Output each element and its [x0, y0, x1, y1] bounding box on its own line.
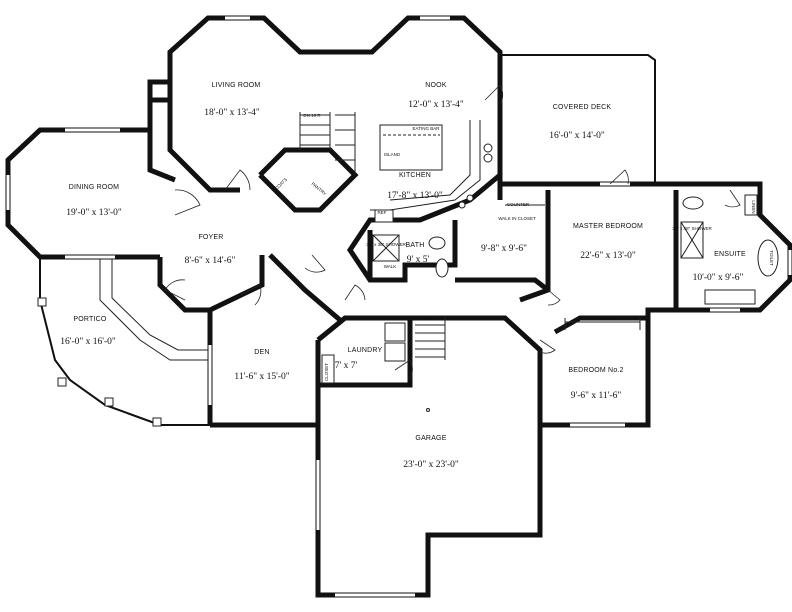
living-room-dims: 18'-0" x 13'-4": [204, 108, 260, 118]
dryer-icon: [384, 342, 406, 362]
bathtub-icon: [757, 239, 779, 277]
island-label: ISLAND: [384, 152, 401, 157]
bath-fixtures: [372, 234, 449, 278]
garage-name: GARAGE: [415, 435, 446, 442]
linen-closet: [744, 194, 758, 216]
island-counter: [379, 124, 443, 171]
shower-label: 36" x 36" SHOWER: [366, 242, 406, 247]
toilet-label: TOILET: [769, 250, 774, 266]
sink-icon: [483, 153, 493, 163]
burner-icon: [458, 201, 466, 209]
counter-label: COUNTER: [507, 202, 530, 207]
up-label: UP: [422, 315, 428, 320]
bath-dims: 9' x 5': [407, 255, 430, 265]
nook-dims: 12'-0" x 13'-4": [408, 100, 464, 110]
closet-lines: [505, 204, 641, 330]
stairs-label: DN 16 R: [303, 113, 321, 118]
portico-outline: [37, 257, 210, 427]
dining-room-dims: 19'-0" x 13'-0": [66, 208, 122, 218]
foyer-name: FOYER: [198, 234, 223, 241]
vanity-icon: [704, 289, 756, 305]
bedroom2-name: BEDROOM No.2: [568, 367, 623, 374]
washer-icon: [384, 322, 406, 342]
windows: [6, 16, 792, 597]
kitchen-fixtures: [370, 120, 493, 223]
column-icon: [57, 377, 67, 387]
kitchen-dims: 17'-8" x 13'-0": [387, 191, 443, 201]
laundry-fixtures: [321, 322, 430, 412]
master-bedroom-dims: 22'-6" x 13'-0": [580, 251, 636, 261]
closet-upper-label: CLOSET: [599, 316, 617, 321]
kitchen-name: KITCHEN: [399, 172, 431, 179]
walk-in-closet-dims: 9'-8" x 9'-6": [481, 244, 527, 254]
sink-icon: [428, 236, 446, 250]
sink-icon: [483, 143, 493, 153]
column-icon: [152, 417, 162, 427]
den-name: DEN: [254, 349, 269, 356]
closet-label: CLOSET: [324, 363, 329, 381]
ref-label: REF: [378, 210, 387, 215]
column-icon: [37, 297, 47, 307]
covered-deck-name: COVERED DECK: [553, 104, 612, 111]
nook-name: NOOK: [425, 82, 447, 89]
portico-dims: 16'-0" x 16'-0": [60, 337, 116, 347]
ensuite-dims: 10'-0" x 9'-6": [693, 273, 744, 283]
bedroom2-dims: 9'-6" x 11'-6": [571, 391, 622, 401]
foyer-dims: 8'-6" x 14'-6": [185, 256, 236, 266]
eating-bar-label: EATING BAR: [413, 126, 441, 131]
ensuite-name: ENSUITE: [714, 251, 746, 258]
ensuite-shower-label: 36" x 48" SHOWER: [672, 226, 712, 231]
toilet-icon: [682, 196, 704, 210]
closet-icon: [321, 354, 335, 384]
living-room-name: LIVING ROOM: [212, 82, 261, 89]
coats-label: COATS: [274, 177, 288, 191]
doors: [164, 84, 741, 379]
fridge-icon: [374, 209, 394, 223]
walk-in-closet-name: WALK IN CLOSET: [498, 216, 536, 221]
exterior-walls: [5, 15, 792, 598]
master-bedroom-name: MASTER BEDROOM: [573, 223, 643, 230]
toilet-icon: [435, 258, 449, 278]
linen-label: LINEN: [751, 200, 756, 213]
laundry-dims: 7' x 7': [335, 361, 358, 371]
drain-icon: [426, 408, 430, 412]
ensuite-fixtures: [680, 194, 779, 305]
room-labels: LIVING ROOM 18'-0" x 13'-4" NOOK 12'-0" …: [60, 82, 746, 470]
garage-dims: 23'-0" x 23'-0": [403, 460, 459, 470]
laundry-name: LAUNDRY: [348, 347, 383, 354]
covered-deck-dims: 16'-0" x 14'-0": [549, 131, 605, 141]
stair-treads: [299, 112, 446, 360]
dining-room-name: DINING ROOM: [69, 184, 119, 191]
walk-label: WALK: [384, 264, 397, 269]
pantry-label: PANTRY: [311, 181, 328, 196]
column-icon: [104, 397, 114, 407]
bath-name: BATH: [406, 242, 425, 249]
den-dims: 11'-6" x 15'-0": [234, 372, 289, 382]
burner-icon: [466, 194, 474, 202]
portico-name: PORTICO: [73, 316, 107, 323]
